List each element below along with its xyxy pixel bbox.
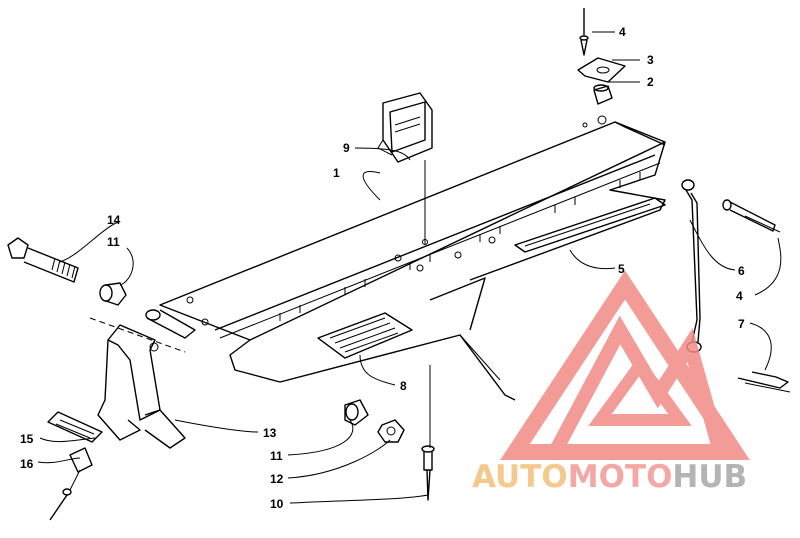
watermark-text: AUTOMOTOHUB: [472, 459, 747, 495]
watermark-auto: AUTO: [472, 459, 568, 495]
callout-4-top: 4: [619, 25, 626, 39]
tether-strap-part: [681, 179, 702, 353]
callout-7: 7: [738, 317, 745, 331]
stand-bracket-part: [97, 324, 186, 449]
callout-1: 1: [333, 166, 340, 180]
callout-8: 8: [400, 379, 407, 393]
callout-11-left: 11: [107, 235, 120, 249]
main-frame-part: [159, 115, 666, 401]
clip-bracket-part: [377, 92, 433, 163]
callout-13: 13: [263, 426, 277, 440]
reflector-strip-part: [47, 411, 103, 443]
callout-6: 6: [738, 264, 745, 278]
callout-15: 15: [20, 432, 34, 446]
callout-10: 10: [270, 497, 284, 511]
watermark-logo-icon: [500, 270, 750, 460]
callout-16: 16: [20, 457, 34, 471]
callout-5: 5: [618, 262, 625, 276]
callout-11-right: 11: [270, 449, 283, 463]
callout-4-right: 4: [736, 289, 743, 303]
bolt-part: [7, 237, 79, 283]
callout-12: 12: [270, 472, 284, 486]
hair-pin-clip-part: [737, 371, 791, 393]
top-pin-part: [579, 8, 589, 56]
grommet-part: [593, 84, 613, 105]
callout-3: 3: [647, 53, 654, 67]
spacer-right-part: [344, 399, 369, 426]
watermark: AUTOMOTOHUB: [472, 270, 750, 495]
mount-plate-part: [577, 57, 626, 83]
callout-14: 14: [107, 213, 121, 227]
clevis-pin-part: [722, 199, 781, 233]
watermark-moto: MOTO: [568, 459, 673, 495]
lock-nut-part: [377, 419, 405, 443]
spacer-left-part: [99, 282, 127, 306]
callout-labels: 1 2 3 4 4 5 6 7 8 9 10 11 11 12 13 14 15…: [20, 25, 745, 511]
washer-rivet-part: [49, 447, 93, 521]
callout-9: 9: [343, 141, 350, 155]
rivet-part: [421, 445, 435, 501]
watermark-hub: HUB: [672, 459, 747, 495]
leader-lines: [37, 31, 782, 504]
callout-2: 2: [647, 75, 654, 89]
pivot-tube-part: [145, 309, 196, 339]
